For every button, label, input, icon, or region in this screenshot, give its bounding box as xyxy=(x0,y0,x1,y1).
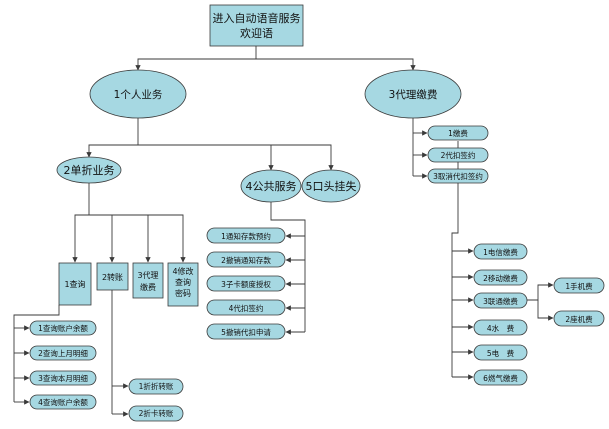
transfer-item-label: 1折折转账 xyxy=(139,381,174,391)
transfer-item-label: 2折卡转账 xyxy=(139,408,174,418)
public-item-label: 5撤销代扣申请 xyxy=(221,327,271,337)
query-label: 1查询 xyxy=(64,279,85,289)
query-node: 1查询 xyxy=(58,262,92,306)
fee-item-label: 3联通缴费 xyxy=(483,296,518,306)
fee-item xyxy=(473,292,528,309)
agency-item-label: 3取消代扣签约 xyxy=(433,171,483,181)
personal-business-label: 1个人业务 xyxy=(114,88,163,101)
transfer-item xyxy=(128,405,184,422)
fee-item xyxy=(473,269,528,286)
unicom-item xyxy=(553,310,605,327)
agency-item xyxy=(427,168,489,184)
fee-item-label: 5电 费 xyxy=(487,348,515,358)
query-item-label: 1查询账户余额 xyxy=(38,323,88,333)
fee-item xyxy=(473,243,528,260)
query-items: 1查询账户余额 2查询上月明细 3查询本月明细 4查询账户余额 xyxy=(29,320,97,410)
passbook-business-label: 2单折业务 xyxy=(64,163,115,177)
query-item-label: 4查询账户余额 xyxy=(38,397,88,407)
agency-payment-node: 3代理缴费 xyxy=(364,69,462,119)
fee-item xyxy=(473,344,528,361)
unicom-item-label: 2座机费 xyxy=(565,314,593,324)
fee-item-label: 2移动缴费 xyxy=(483,273,518,283)
public-item xyxy=(206,275,286,292)
fee-item-label: 6燃气缴费 xyxy=(483,373,518,383)
fee-item xyxy=(473,369,528,386)
query-item-label: 3查询本月明细 xyxy=(38,373,88,383)
public-item xyxy=(206,227,286,244)
agency-item xyxy=(427,125,489,141)
fee-item-label: 1电信缴费 xyxy=(483,247,518,257)
root-line1: 进入自动语音服务 xyxy=(213,11,301,25)
query-item xyxy=(29,394,97,410)
public-item-label: 3子卡额度授权 xyxy=(221,279,271,289)
report-loss-label: 5口头挂失 xyxy=(306,179,357,193)
root-node: 进入自动语音服务 欢迎语 xyxy=(209,4,304,47)
query-item xyxy=(29,345,97,361)
change-password-label-1: 4修改 xyxy=(172,266,193,276)
connectors xyxy=(13,46,554,417)
change-password-label-2: 查询 xyxy=(175,277,191,287)
agency-pay-node: 3代理 缴费 xyxy=(132,262,164,299)
public-item-label: 1通知存款预约 xyxy=(221,231,271,241)
agency-item-label: 2代扣签约 xyxy=(441,150,476,160)
transfer-items: 1折折转账 2折卡转账 xyxy=(128,378,184,422)
fee-item-label: 4水 费 xyxy=(487,323,515,333)
unicom-items: 1手机费 2座机费 xyxy=(553,277,605,327)
query-item xyxy=(29,370,97,386)
agency-pay-label-1: 3代理 xyxy=(137,270,158,280)
public-item xyxy=(206,251,286,268)
passbook-business-node: 2单折业务 xyxy=(56,156,122,184)
public-service-items: 1通知存款预约 2撤销通知存款 3子卡额度授权 4代扣签约 5撤销代扣申请 xyxy=(206,227,286,340)
public-item xyxy=(206,323,286,340)
root-line2: 欢迎语 xyxy=(240,26,273,40)
public-item-label: 4代扣签约 xyxy=(229,303,264,313)
transfer-label: 2转账 xyxy=(102,272,123,282)
agency-items: 1缴费 2代扣签约 3取消代扣签约 xyxy=(427,125,489,184)
unicom-item xyxy=(553,277,605,294)
agency-item xyxy=(427,147,489,163)
public-service-node: 4公共服务 xyxy=(240,169,302,203)
transfer-item xyxy=(128,378,184,395)
unicom-item-label: 1手机费 xyxy=(565,281,593,291)
transfer-node: 2转账 xyxy=(96,262,129,291)
query-item xyxy=(29,320,97,336)
personal-business-node: 1个人业务 xyxy=(89,69,187,119)
change-password-label-3: 密码 xyxy=(175,288,191,298)
agency-payment-label: 3代理缴费 xyxy=(389,88,438,101)
fee-item xyxy=(473,319,528,336)
agency-item-label: 1缴费 xyxy=(448,128,468,138)
public-service-label: 4公共服务 xyxy=(246,180,297,193)
public-item xyxy=(206,299,286,316)
public-item-label: 2撤销通知存款 xyxy=(221,255,271,265)
change-password-node: 4修改 查询 密码 xyxy=(167,262,199,307)
fee-items: 1电信缴费 2移动缴费 3联通缴费 4水 费 5电 费 6燃气缴费 xyxy=(473,243,528,386)
query-item-label: 2查询上月明细 xyxy=(38,348,88,358)
report-loss-node: 5口头挂失 xyxy=(301,169,361,203)
agency-pay-label-2: 缴费 xyxy=(140,282,156,292)
